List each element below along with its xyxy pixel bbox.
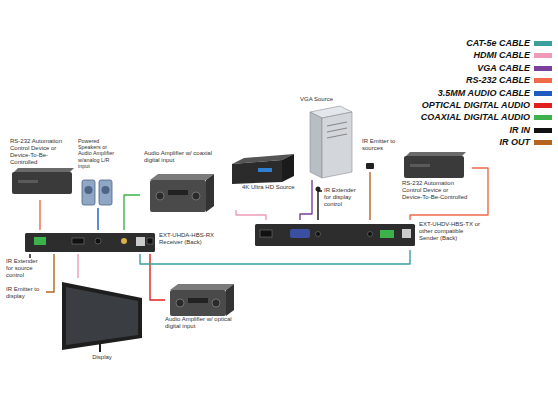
legend-label: OPTICAL DIGITAL AUDIO: [422, 100, 530, 111]
cable-connector: [29, 254, 30, 258]
legend-label: VGA CABLE: [477, 63, 530, 74]
legend-row: IR IN: [370, 125, 556, 136]
legend-row: IR OUT: [370, 137, 556, 148]
device-label: VGA Source: [300, 96, 358, 103]
legend-swatch: [534, 91, 552, 96]
legend-row: VGA CABLE: [370, 63, 556, 74]
device-label: RS-232 Automation Control Device or Devi…: [402, 180, 470, 201]
device-label: 4K Ultra HD Source: [242, 184, 298, 191]
cable-connector: [236, 210, 266, 220]
legend-label: COAXIAL DIGITAL AUDIO: [421, 112, 530, 123]
media-player-icon: [232, 154, 294, 184]
display-icon: [62, 282, 142, 352]
speakers-icon: [82, 180, 112, 205]
cable-connector: [97, 208, 98, 230]
legend-swatch: [534, 115, 552, 120]
amplifier-icon: [150, 174, 214, 212]
legend-swatch: [534, 41, 552, 46]
device-node: IR Emitter to sources: [362, 138, 400, 172]
device-node: VGA Source: [300, 96, 358, 180]
cable-connector: [124, 195, 140, 230]
device-node: EXT-UHDA-HBS-RX Receiver (Back): [25, 230, 225, 254]
rs232-device: [404, 152, 466, 178]
legend-label: 3.5MM AUDIO CABLE: [438, 88, 530, 99]
device-node: IR Extender for source control: [6, 258, 46, 278]
device-node: IR Extender for display control: [322, 186, 362, 216]
legend-row: OPTICAL DIGITAL AUDIO: [370, 100, 556, 111]
sender-label: EXT-UHDV-HBS-TX or other compatible Send…: [419, 221, 481, 242]
legend-swatch: [534, 103, 552, 108]
cable-connector: [140, 250, 410, 264]
legend-label: IR OUT: [500, 137, 531, 148]
legend-row: CAT-5e CABLE: [370, 38, 556, 49]
computer-tower-icon: [310, 106, 352, 178]
cable-connector: [39, 200, 40, 230]
legend-swatch: [534, 53, 552, 58]
device-node: Audio Amplifier w/ coaxial digital input: [140, 150, 218, 220]
legend-label: RS-232 CABLE: [466, 75, 530, 86]
device-label: RS-232 Automation Control Device or Devi…: [10, 138, 74, 166]
legend-row: COAXIAL DIGITAL AUDIO: [370, 112, 556, 123]
device-label: Display: [60, 354, 144, 361]
amplifier-icon: [170, 284, 234, 316]
device-node: RS-232 Automation Control Device or Devi…: [400, 150, 472, 212]
rs232-device: [12, 168, 74, 194]
legend-label: IR IN: [509, 125, 530, 136]
legend-row: RS-232 CABLE: [370, 75, 556, 86]
device-node: Audio Amplifier w/ optical digital input: [165, 280, 243, 346]
legend-label: HDMI CABLE: [474, 50, 531, 61]
device-label: IR Emitter to display: [6, 286, 46, 300]
legend-label: CAT-5e CABLE: [466, 38, 530, 49]
legend-swatch: [534, 78, 552, 83]
device-node: RS-232 Automation Control Device or Devi…: [8, 138, 76, 200]
cable-connector: [46, 254, 54, 292]
legend: CAT-5e CABLEHDMI CABLE VGA CABLERS-232 CA…: [370, 38, 556, 156]
ir-emitter-icon: [366, 163, 374, 169]
device-node: Powered Speakers or Audio Amplifier w/an…: [78, 138, 118, 208]
cable-connector: [150, 254, 165, 300]
legend-row: 3.5MM AUDIO CABLE: [370, 88, 556, 99]
legend-swatch: [534, 128, 552, 133]
sender-panel: [255, 224, 415, 246]
receiver-panel: [25, 233, 155, 252]
device-node: IR Emitter to display: [6, 286, 46, 306]
legend-swatch: [534, 140, 552, 145]
receiver-label: EXT-UHDA-HBS-RX Receiver (Back): [159, 232, 223, 246]
cable-connector: [300, 180, 312, 220]
device-label: IR Emitter to sources: [362, 138, 400, 152]
cable-connector: [369, 172, 370, 220]
device-node: 4K Ultra HD Source: [228, 150, 298, 210]
cable-connector: [77, 254, 78, 278]
legend-row: HDMI CABLE: [370, 50, 556, 61]
device-label: IR Extender for source control: [6, 258, 46, 279]
device-node: EXT-UHDV-HBS-TX or other compatible Send…: [255, 220, 483, 250]
device-label: IR Extender for display control: [324, 187, 362, 208]
legend-swatch: [534, 66, 552, 71]
device-node: Display: [60, 278, 144, 364]
cable-connector: [318, 191, 322, 220]
device-label: Audio Amplifier w/ optical digital input: [165, 316, 243, 330]
device-label: Powered Speakers or Audio Amplifier w/an…: [78, 138, 118, 169]
device-label: Audio Amplifier w/ coaxial digital input: [144, 150, 216, 164]
